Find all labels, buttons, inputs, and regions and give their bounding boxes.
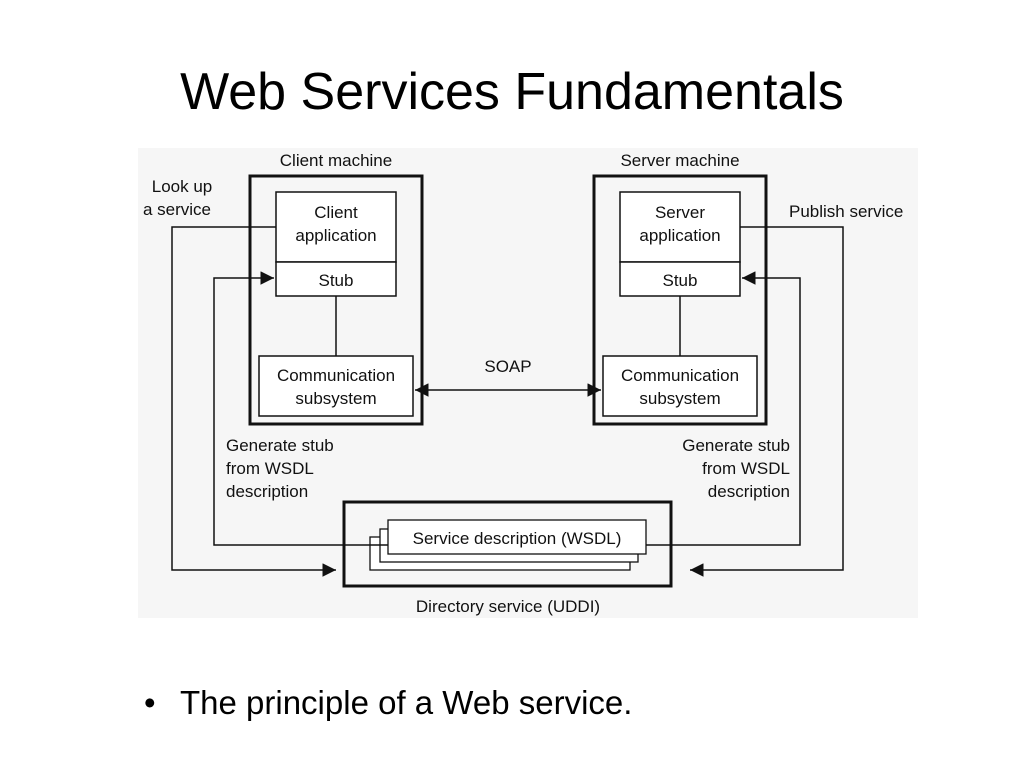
- client-stub-label: Stub: [319, 271, 354, 290]
- publish-service-arrow: [690, 226, 844, 577]
- soap-label: SOAP: [484, 357, 531, 376]
- server-communication-label-line1: Communication: [621, 366, 739, 385]
- client-generate-label-line3: description: [226, 482, 308, 501]
- server-generate-label-line3: description: [708, 482, 790, 501]
- server-generate-label-line2: from WSDL: [702, 459, 790, 478]
- server-communication-box: [602, 355, 758, 417]
- wsdl-document-front: [387, 519, 647, 555]
- service-description-label: Service description (WSDL): [413, 529, 622, 548]
- lookup-label-line1: Look up: [152, 177, 213, 196]
- client-application-label-line1: Client: [314, 203, 358, 222]
- server-generate-stub-arrow: [646, 271, 801, 546]
- client-communication-box: [258, 355, 414, 417]
- server-application-label-line2: application: [639, 226, 720, 245]
- lookup-service-arrow: [171, 226, 336, 577]
- server-stub-label: Stub: [663, 271, 698, 290]
- server-machine-label: Server machine: [620, 151, 739, 170]
- lookup-label-line2: a service: [143, 200, 211, 219]
- client-machine-box: [248, 174, 424, 426]
- bullet-text: The principle of a Web service.: [180, 684, 633, 721]
- client-machine-label: Client machine: [280, 151, 392, 170]
- server-stub-box: [619, 261, 741, 297]
- directory-service-label: Directory service (UDDI): [416, 597, 600, 616]
- client-generate-label-line1: Generate stub: [226, 436, 334, 455]
- client-application-label-line2: application: [295, 226, 376, 245]
- client-generate-stub-arrow: [213, 271, 388, 546]
- bullet-symbol: •: [144, 684, 156, 721]
- publish-service-label: Publish service: [789, 202, 903, 221]
- client-communication-label-line1: Communication: [277, 366, 395, 385]
- client-communication-label-line2: subsystem: [295, 389, 376, 408]
- client-stub-box: [275, 261, 397, 297]
- server-application-box: [619, 191, 741, 263]
- bullet-item: • The principle of a Web service.: [144, 684, 632, 722]
- slide-title: Web Services Fundamentals: [180, 63, 844, 121]
- server-machine-box: [592, 174, 768, 426]
- client-generate-label-line2: from WSDL: [226, 459, 314, 478]
- server-communication-label-line2: subsystem: [639, 389, 720, 408]
- directory-service-box: [342, 500, 673, 588]
- server-application-label-line1: Server: [655, 203, 705, 222]
- client-application-box: [275, 191, 397, 263]
- server-generate-label-line1: Generate stub: [682, 436, 790, 455]
